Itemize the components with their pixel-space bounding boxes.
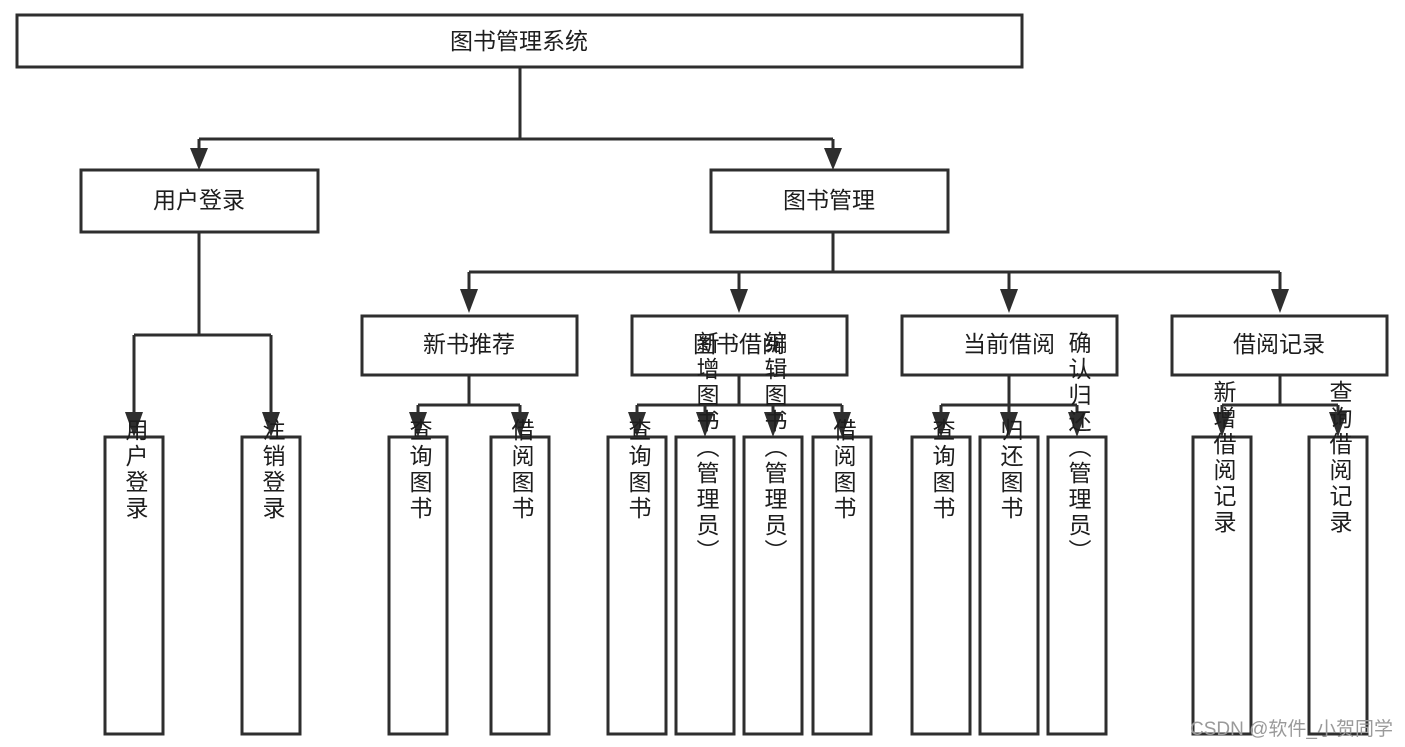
node-book-management-label: 图书管理	[783, 187, 875, 213]
leaf-current-query-book-label: 查询图书	[929, 418, 956, 522]
leaf-current-query-book[interactable]: 查询图书	[910, 418, 972, 736]
node-new-book-recommend-box[interactable]	[360, 314, 579, 377]
arrow-head-book-borrow	[730, 289, 748, 313]
leaf-newbook-query-book-label: 查询图书	[406, 418, 433, 522]
leaf-borrow-add-book-admin-box[interactable]	[674, 435, 736, 736]
leaf-newbook-query-book[interactable]: 查询图书	[387, 418, 449, 736]
node-current-borrow-box[interactable]	[900, 314, 1119, 377]
leaf-borrow-query-book-label: 查询图书	[625, 418, 652, 522]
leaf-record-query-record[interactable]: 查询借阅记录	[1307, 380, 1369, 736]
leaf-newbook-query-book-box[interactable]	[387, 435, 449, 736]
leaf-logout-box[interactable]	[240, 435, 302, 736]
leaf-record-query-record-box[interactable]	[1307, 435, 1369, 736]
leaf-newbook-borrow-book-box[interactable]	[489, 435, 551, 736]
leaf-logout[interactable]: 注销登录	[240, 418, 302, 736]
node-user-login-box[interactable]	[79, 168, 320, 234]
leaf-current-confirm-return-admin-label: 确认归还（管理员）	[1065, 331, 1092, 565]
leaf-record-add-record-label: 新增借阅记录	[1210, 380, 1237, 536]
node-borrow-record-box[interactable]	[1170, 314, 1389, 377]
leaf-newbook-borrow-book[interactable]: 借阅图书	[489, 418, 551, 736]
leaf-user-login[interactable]: 用户登录	[103, 418, 165, 736]
leaf-borrow-edit-book-admin-label: 编辑图书（管理员）	[761, 331, 788, 565]
leaf-borrow-borrow-book-label: 借阅图书	[830, 418, 857, 522]
arrow-head-borrow-leaf3	[764, 412, 782, 437]
connector-layer	[125, 67, 1347, 437]
node-book-management[interactable]: 图书管理	[709, 168, 950, 234]
arrow-head-current-leaf2	[1000, 412, 1018, 437]
node-user-login-label: 用户登录	[153, 187, 245, 213]
arrow-head-user-login	[190, 148, 208, 170]
node-borrow-record-label: 借阅记录	[1233, 331, 1325, 357]
node-root-system-box[interactable]	[15, 13, 1024, 69]
leaf-borrow-borrow-book-box[interactable]	[811, 435, 873, 736]
leaf-record-add-record-box[interactable]	[1191, 435, 1253, 736]
arrow-head-newbook-leaf1	[409, 412, 427, 437]
node-book-borrow[interactable]: 图书借阅	[630, 314, 849, 377]
leaf-borrow-edit-book-admin-box[interactable]	[742, 435, 804, 736]
leaf-record-add-record[interactable]: 新增借阅记录	[1191, 380, 1253, 736]
arrow-head-newbook-leaf2	[511, 412, 529, 437]
node-new-book-recommend[interactable]: 新书推荐	[360, 314, 579, 377]
arrow-head-current-leaf1	[932, 412, 950, 437]
leaf-borrow-query-book[interactable]: 查询图书	[606, 418, 668, 736]
arrow-head-current-borrow	[1000, 289, 1018, 313]
leaf-borrow-borrow-book[interactable]: 借阅图书	[811, 418, 873, 736]
leaf-user-login-box[interactable]	[103, 435, 165, 736]
arrow-head-current-leaf3	[1068, 412, 1086, 437]
node-book-management-box[interactable]	[709, 168, 950, 234]
node-borrow-record[interactable]: 借阅记录	[1170, 314, 1389, 377]
leaf-current-return-book-label: 归还图书	[997, 418, 1024, 522]
leaf-borrow-add-book-admin-label: 新增图书（管理员）	[693, 331, 720, 565]
leaf-record-query-record-label: 查询借阅记录	[1326, 380, 1353, 536]
arrow-head-new-book	[460, 289, 478, 313]
leaf-borrow-query-book-box[interactable]	[606, 435, 668, 736]
leaf-borrow-edit-book-admin[interactable]: 编辑图书（管理员）	[742, 331, 804, 736]
node-root-system-label: 图书管理系统	[450, 28, 588, 54]
node-new-book-recommend-label: 新书推荐	[423, 331, 515, 357]
arrow-head-borrow-record	[1271, 289, 1289, 313]
leaf-newbook-borrow-book-label: 借阅图书	[508, 418, 535, 522]
arrow-head-leaf-logout	[262, 412, 280, 437]
arrow-head-borrow-leaf2	[696, 412, 714, 437]
node-current-borrow[interactable]: 当前借阅	[900, 314, 1119, 377]
arrow-head-book-mgmt	[824, 148, 842, 170]
leaf-current-query-book-box[interactable]	[910, 435, 972, 736]
node-book-borrow-label: 图书借阅	[693, 331, 785, 357]
arrow-head-record-leaf1	[1213, 412, 1231, 437]
arrow-head-borrow-leaf4	[833, 412, 851, 437]
node-user-login[interactable]: 用户登录	[79, 168, 320, 234]
node-root-system[interactable]: 图书管理系统	[15, 13, 1024, 69]
arrow-head-record-leaf2	[1329, 412, 1347, 437]
leaf-current-confirm-return-admin-box[interactable]	[1046, 435, 1108, 736]
leaf-user-login-label: 用户登录	[122, 418, 149, 522]
leaf-current-confirm-return-admin[interactable]: 确认归还（管理员）	[1046, 331, 1108, 736]
leaf-current-return-book-box[interactable]	[978, 435, 1040, 736]
node-book-borrow-box[interactable]	[630, 314, 849, 377]
arrow-head-borrow-leaf1	[628, 412, 646, 437]
node-current-borrow-label: 当前借阅	[963, 331, 1055, 357]
leaf-logout-label: 注销登录	[259, 418, 286, 522]
leaf-borrow-add-book-admin[interactable]: 新增图书（管理员）	[674, 331, 736, 736]
arrow-head-leaf-user-login	[125, 412, 143, 437]
leaf-current-return-book[interactable]: 归还图书	[978, 418, 1040, 736]
